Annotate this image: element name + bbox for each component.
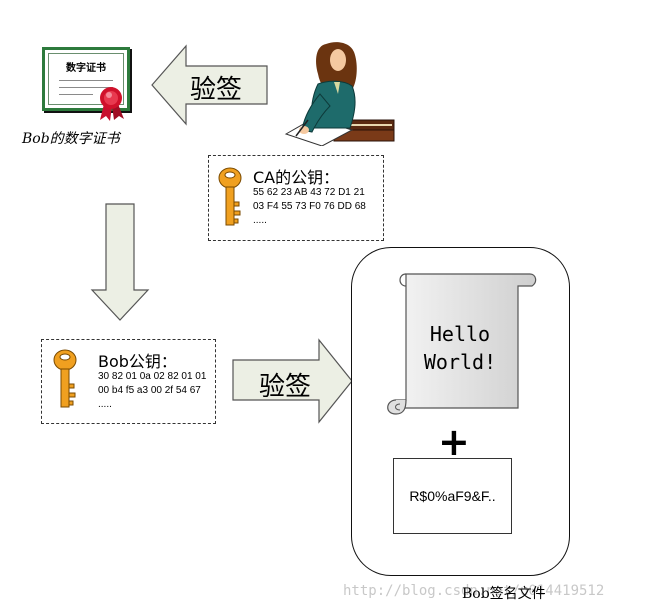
certificate-label: Bob的数字证书: [22, 131, 120, 147]
bob-key-title: Bob公钥：: [98, 352, 177, 371]
verify-arrow-left: [151, 44, 268, 126]
plus-sign: +: [438, 420, 470, 464]
document-text: Hello World!: [408, 320, 512, 376]
ca-key-line-1: 55 62 23 AB 43 72 D1 21: [253, 187, 365, 198]
bob-public-key-box: Bob公钥： 30 82 01 0a 02 82 01 01 00 b4 f5 …: [41, 339, 216, 424]
watermark-text: http://blog.csdn.net/u014419512: [343, 583, 605, 599]
ca-public-key-box: CA的公钥： 55 62 23 AB 43 72 D1 21 03 F4 55 …: [208, 155, 384, 241]
bob-key-line-1: 30 82 01 0a 02 82 01 01: [98, 371, 207, 382]
certificate-title: 数字证书: [66, 63, 106, 74]
bob-key-line-3: .....: [98, 399, 112, 410]
signing-person-icon: [284, 42, 395, 146]
seal-ribbon-icon: [100, 87, 124, 121]
document-label: Bob签名文件: [462, 586, 546, 602]
ca-key-line-3: .....: [253, 215, 267, 226]
key-icon: [53, 349, 77, 408]
ca-key-line-2: 03 F4 55 73 F0 76 DD 68: [253, 201, 366, 212]
signature-box: R$0%aF9&F..: [393, 458, 512, 534]
ca-key-title: CA的公钥：: [253, 168, 340, 187]
key-icon: [218, 167, 242, 226]
down-arrow: [90, 203, 150, 321]
scroll-icon: [387, 273, 537, 415]
digital-certificate-icon: 数字证书: [42, 47, 130, 111]
verify-label-mid: 验签: [259, 372, 312, 402]
verify-arrow-right: [232, 338, 353, 424]
document-text-line-2: World!: [423, 350, 497, 374]
verify-label-top: 验签: [190, 75, 243, 105]
signature-text: R$0%aF9&F..: [409, 488, 496, 504]
bob-key-line-2: 00 b4 f5 a3 00 2f 54 67: [98, 385, 201, 396]
document-text-line-1: Hello: [429, 322, 491, 346]
